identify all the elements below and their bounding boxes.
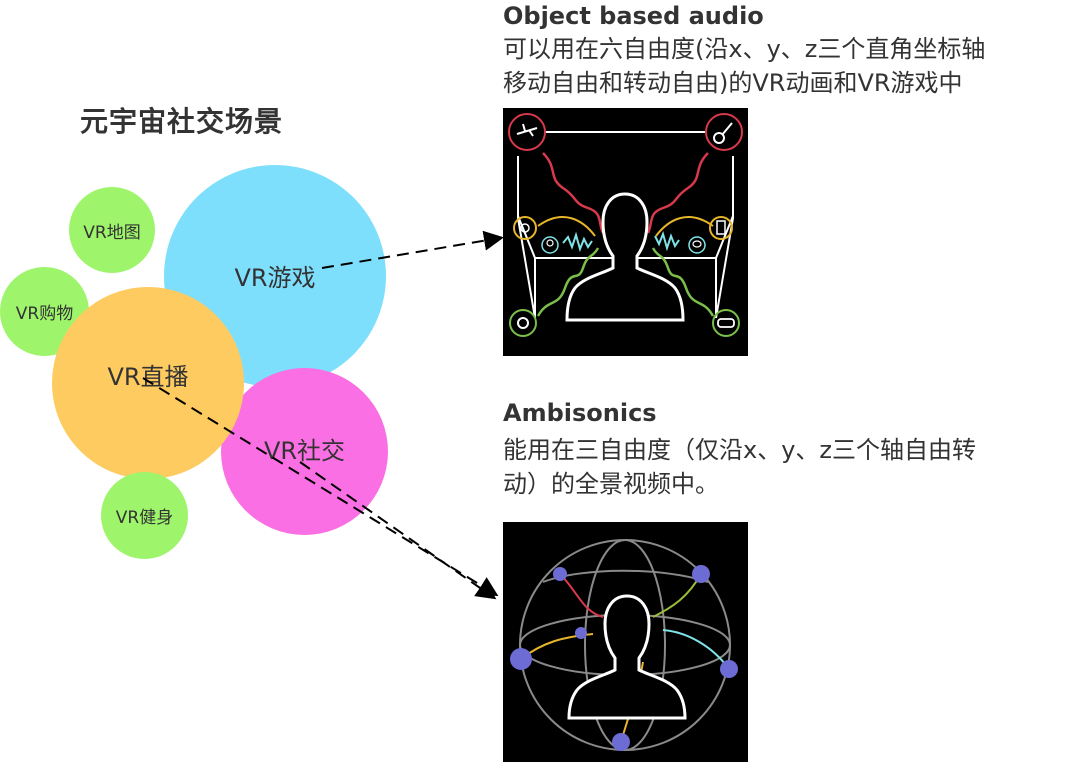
object-audio-illustration: [503, 108, 748, 356]
bubble-vr-map: VR地图: [69, 187, 155, 273]
airplane-icon: [508, 113, 546, 151]
diagram-title: 元宇宙社交场景: [80, 105, 284, 138]
guitar-icon: [705, 113, 743, 151]
face-icon: [541, 236, 559, 254]
object-audio-title: Object based audio: [503, 2, 764, 30]
bubble-vr-social: VR社交: [221, 368, 388, 535]
bubble-vr-fitness-label: VR健身: [115, 508, 174, 528]
bubble-vr-game-label: VR游戏: [234, 263, 316, 292]
bubble-vr-live-label: VR直播: [107, 362, 189, 391]
ambisonics-title: Ambisonics: [503, 399, 657, 427]
ambisonics-desc-2: 动）的全景视频中。: [503, 470, 719, 498]
phone-icon: [709, 216, 733, 240]
fan-icon: [513, 216, 537, 240]
bubble-vr-shopping-label: VR购物: [15, 304, 74, 324]
record-icon: [509, 309, 537, 337]
bubble-vr-live: VR直播: [52, 287, 244, 479]
object-audio-desc-2: 移动自由和转动自由)的VR动画和VR游戏中: [503, 69, 963, 97]
bubble-vr-fitness: VR健身: [101, 472, 188, 559]
ambisonics-illustration: [503, 522, 748, 762]
ambisonics-desc-1: 能用在三自由度（仅沿x、y、z三个轴自由转: [503, 436, 977, 464]
bubble-vr-social-label: VR社交: [263, 437, 346, 465]
bubble-vr-map-label: VR地图: [83, 222, 141, 243]
object-audio-desc-1: 可以用在六自由度(沿x、y、z三个直角坐标轴: [503, 35, 986, 63]
chat-icon: [688, 236, 706, 254]
gamepad-icon: [712, 309, 740, 337]
